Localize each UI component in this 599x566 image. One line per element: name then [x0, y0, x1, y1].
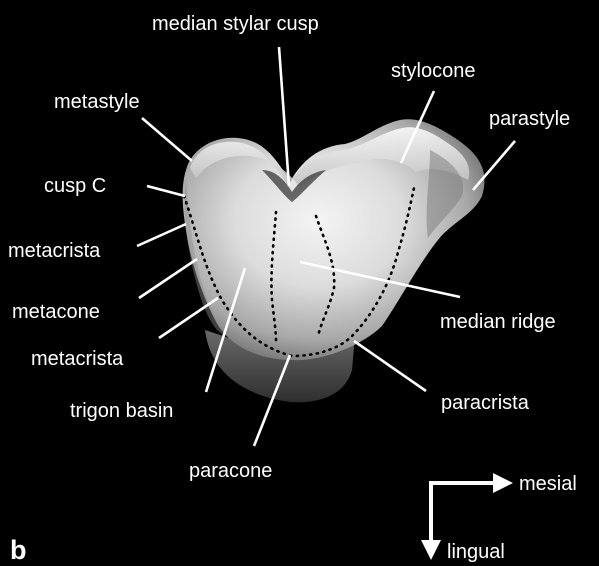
- leader-median-stylar-cusp: [279, 47, 289, 186]
- label-lingual: lingual: [447, 541, 505, 563]
- leader-cusp-c: [147, 186, 185, 196]
- label-metacone: metacone: [12, 301, 100, 323]
- label-paracone: paracone: [189, 460, 272, 482]
- leader-paracrista: [354, 341, 426, 391]
- label-median-ridge: median ridge: [440, 311, 556, 333]
- orientation-indicator: mesial lingual: [421, 473, 577, 563]
- tooth-specimen: [183, 119, 485, 402]
- panel-letter: b: [10, 535, 27, 565]
- label-median-stylar-cusp: median stylar cusp: [152, 13, 319, 35]
- label-cusp-c: cusp C: [44, 175, 106, 197]
- leader-metastyle: [142, 118, 192, 161]
- label-metacrista-upper: metacrista: [8, 240, 101, 262]
- arrow-down-icon: [421, 540, 441, 560]
- arrow-right-icon: [493, 473, 513, 493]
- label-mesial: mesial: [519, 473, 577, 495]
- label-paracrista: paracrista: [441, 392, 530, 414]
- label-metastyle: metastyle: [54, 91, 140, 113]
- label-metacrista-lower: metacrista: [31, 348, 124, 370]
- label-trigon-basin: trigon basin: [70, 400, 173, 422]
- label-parastyle: parastyle: [489, 108, 570, 130]
- leader-metacone: [139, 259, 197, 298]
- orientation-arrow-lines: [431, 483, 495, 542]
- leader-metacrista-upper: [137, 224, 186, 246]
- label-stylocone: stylocone: [391, 60, 476, 82]
